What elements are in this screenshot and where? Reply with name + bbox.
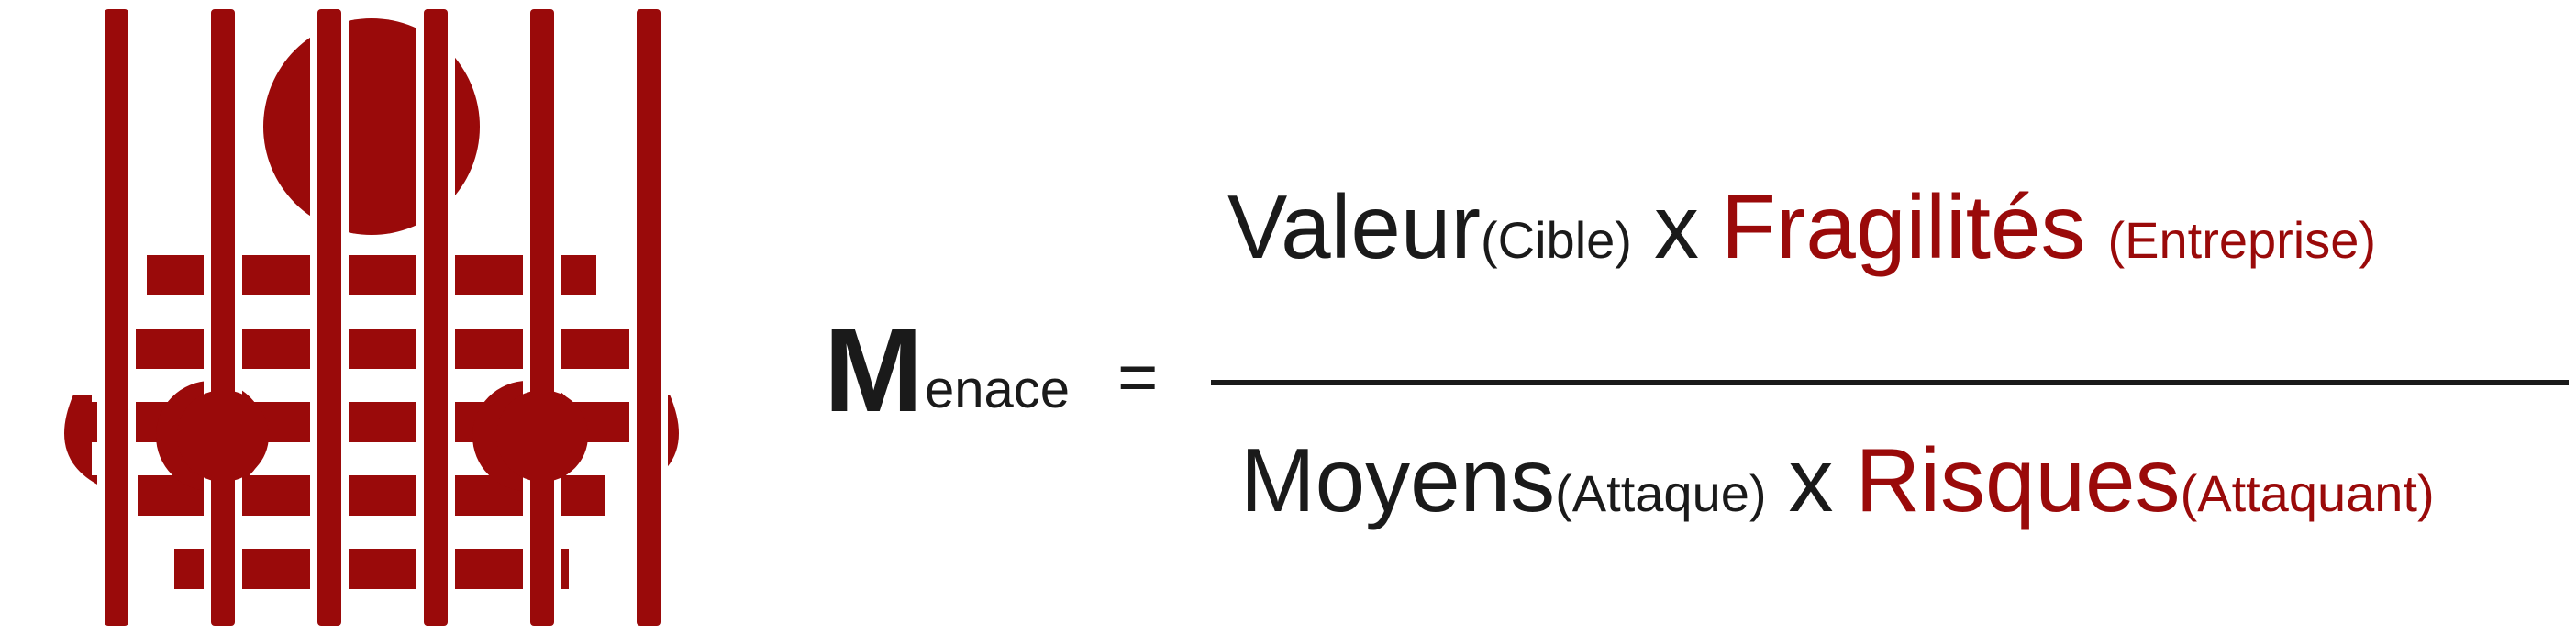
prison-bar [530,9,554,626]
menace-initial: M [824,303,924,437]
multiply-operator: x [1788,429,1834,530]
equals-sign: = [1117,339,1159,417]
moyens-term: Moyens [1240,429,1556,530]
prison-bar [637,9,661,626]
fraction-line [1211,380,2569,385]
attaque-subscript: (Attaque) [1555,464,1767,522]
cible-subscript: (Cible) [1481,211,1632,269]
prisoner-behind-bars-icon [64,0,679,635]
valeur-term: Valeur [1227,176,1482,277]
prison-bar [317,9,341,626]
prison-bar [105,9,128,626]
fragilites-term: Fragilités [1720,176,2086,277]
entreprise-subscript: (Entreprise) [2107,211,2377,269]
menace-rest: enace [925,360,1071,419]
risques-term: Risques [1855,429,2181,530]
attaquant-subscript: (Attaquant) [2180,464,2435,522]
multiply-operator: x [1653,176,1699,277]
prison-bar [211,9,235,626]
prison-bar [424,9,448,626]
